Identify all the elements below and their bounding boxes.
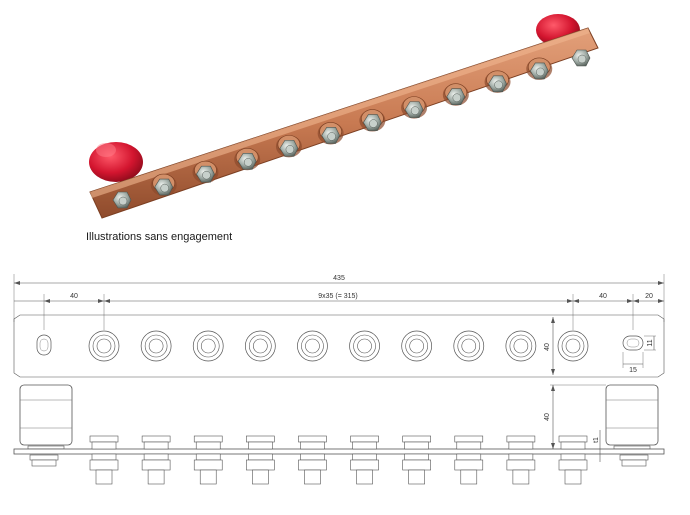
dim-slot-width-label: 15 <box>629 367 637 374</box>
photo-bolt <box>401 96 428 119</box>
stud-side <box>558 435 588 485</box>
dim-slot-height-label: 11 <box>647 339 654 346</box>
stud-top <box>557 330 589 362</box>
photo-bolt <box>571 49 591 67</box>
dim-insulator-height-label: 40 <box>544 413 551 421</box>
dim-bar-width-label: 40 <box>544 343 551 351</box>
end-nut-left <box>29 454 59 467</box>
stud-side <box>193 435 223 485</box>
stud-top <box>401 330 433 362</box>
bar-side-view <box>13 448 665 455</box>
end-nut-right <box>619 454 649 467</box>
side-view <box>13 384 665 485</box>
photo-bolt <box>192 160 219 184</box>
photo-bolt <box>275 135 302 158</box>
stud-top <box>349 330 380 362</box>
photo-bolt <box>442 83 469 106</box>
technical-drawing: 435 40 9x35 (= 315) 40 20 40 15 <box>13 274 665 485</box>
dimension-total-length: 435 <box>13 274 665 322</box>
stud-top <box>140 330 172 362</box>
insulator-left <box>89 142 143 182</box>
end-slot-left <box>36 334 52 356</box>
insulator-side-right <box>605 384 659 450</box>
photo-bolt <box>150 173 177 197</box>
dimension-bar-thickness: t1 <box>590 430 604 462</box>
dim-total-length-label: 435 <box>333 275 345 282</box>
dim-end-segment-label: 20 <box>645 293 653 300</box>
stud-side <box>402 435 431 485</box>
photo-bolt <box>359 109 386 132</box>
stud-group-top <box>88 330 589 362</box>
stud-side <box>141 435 171 485</box>
stud-side <box>298 435 327 485</box>
stud-top <box>192 330 224 362</box>
photo-bolt <box>112 191 132 209</box>
dimension-slot: 15 11 <box>622 335 656 374</box>
caption: Illustrations sans engagement <box>86 231 233 243</box>
stud-side <box>246 435 275 485</box>
dimension-bar-width: 40 <box>544 317 555 375</box>
dim-pitch-label: 9x35 (= 315) <box>318 293 358 300</box>
bar-top-view <box>13 314 665 378</box>
dimension-insulator-height: 40 <box>544 384 606 449</box>
dim-bar-thickness-label: t1 <box>593 437 600 443</box>
photo-bolt <box>484 70 511 93</box>
end-slot-right <box>622 335 644 351</box>
stud-side <box>454 435 484 485</box>
stud-top <box>297 330 328 362</box>
photo-bolt <box>317 122 344 145</box>
stud-group-side <box>89 435 588 485</box>
dimension-pitch-row: 40 9x35 (= 315) 40 20 <box>14 293 664 330</box>
stud-top <box>453 330 485 362</box>
busbar-photo <box>89 14 599 219</box>
stud-side <box>89 435 119 485</box>
stud-top <box>244 330 276 362</box>
stud-side <box>506 435 536 485</box>
dim-edge-right-label: 40 <box>599 293 607 300</box>
stud-top <box>88 330 120 362</box>
stud-top <box>505 330 537 362</box>
bolt-group <box>112 49 591 209</box>
insulator-side-left <box>19 384 73 450</box>
stud-side <box>350 435 379 485</box>
dim-edge-left-label: 40 <box>70 293 78 300</box>
photo-bolt <box>526 57 553 80</box>
photo-bolt <box>234 147 261 171</box>
